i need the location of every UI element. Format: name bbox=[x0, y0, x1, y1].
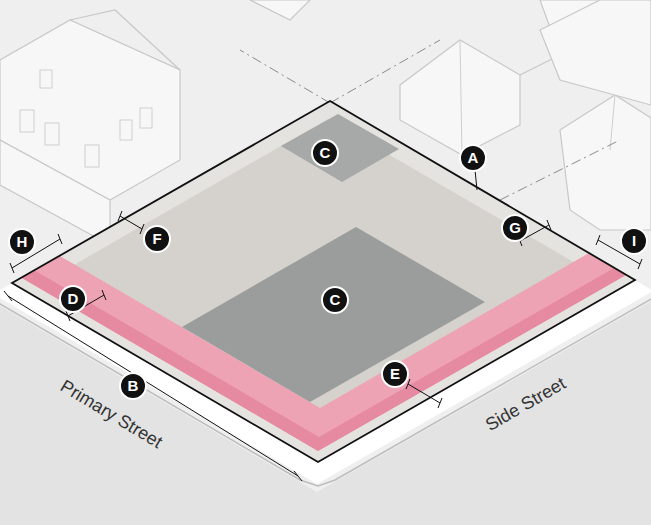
callout-letter: H bbox=[8, 228, 36, 256]
callout-letter: C bbox=[321, 286, 349, 314]
callout-letter: B bbox=[119, 372, 147, 400]
dimension-lines bbox=[4, 170, 642, 481]
callout-letter: D bbox=[59, 285, 87, 313]
callout-letter: A bbox=[459, 144, 487, 172]
callout-letter: E bbox=[381, 360, 409, 388]
callout-letter: I bbox=[620, 227, 648, 255]
callout-letter: C bbox=[311, 139, 339, 167]
lot-line bbox=[12, 101, 635, 462]
house-details bbox=[20, 40, 615, 167]
callout-letter: F bbox=[143, 225, 171, 253]
principal-building bbox=[182, 227, 485, 402]
accessory-building bbox=[281, 114, 399, 182]
lot bbox=[12, 101, 635, 462]
street-name: Primary Street bbox=[58, 376, 167, 452]
street-name: Side Street bbox=[482, 373, 569, 435]
callout-letter: G bbox=[501, 214, 529, 242]
